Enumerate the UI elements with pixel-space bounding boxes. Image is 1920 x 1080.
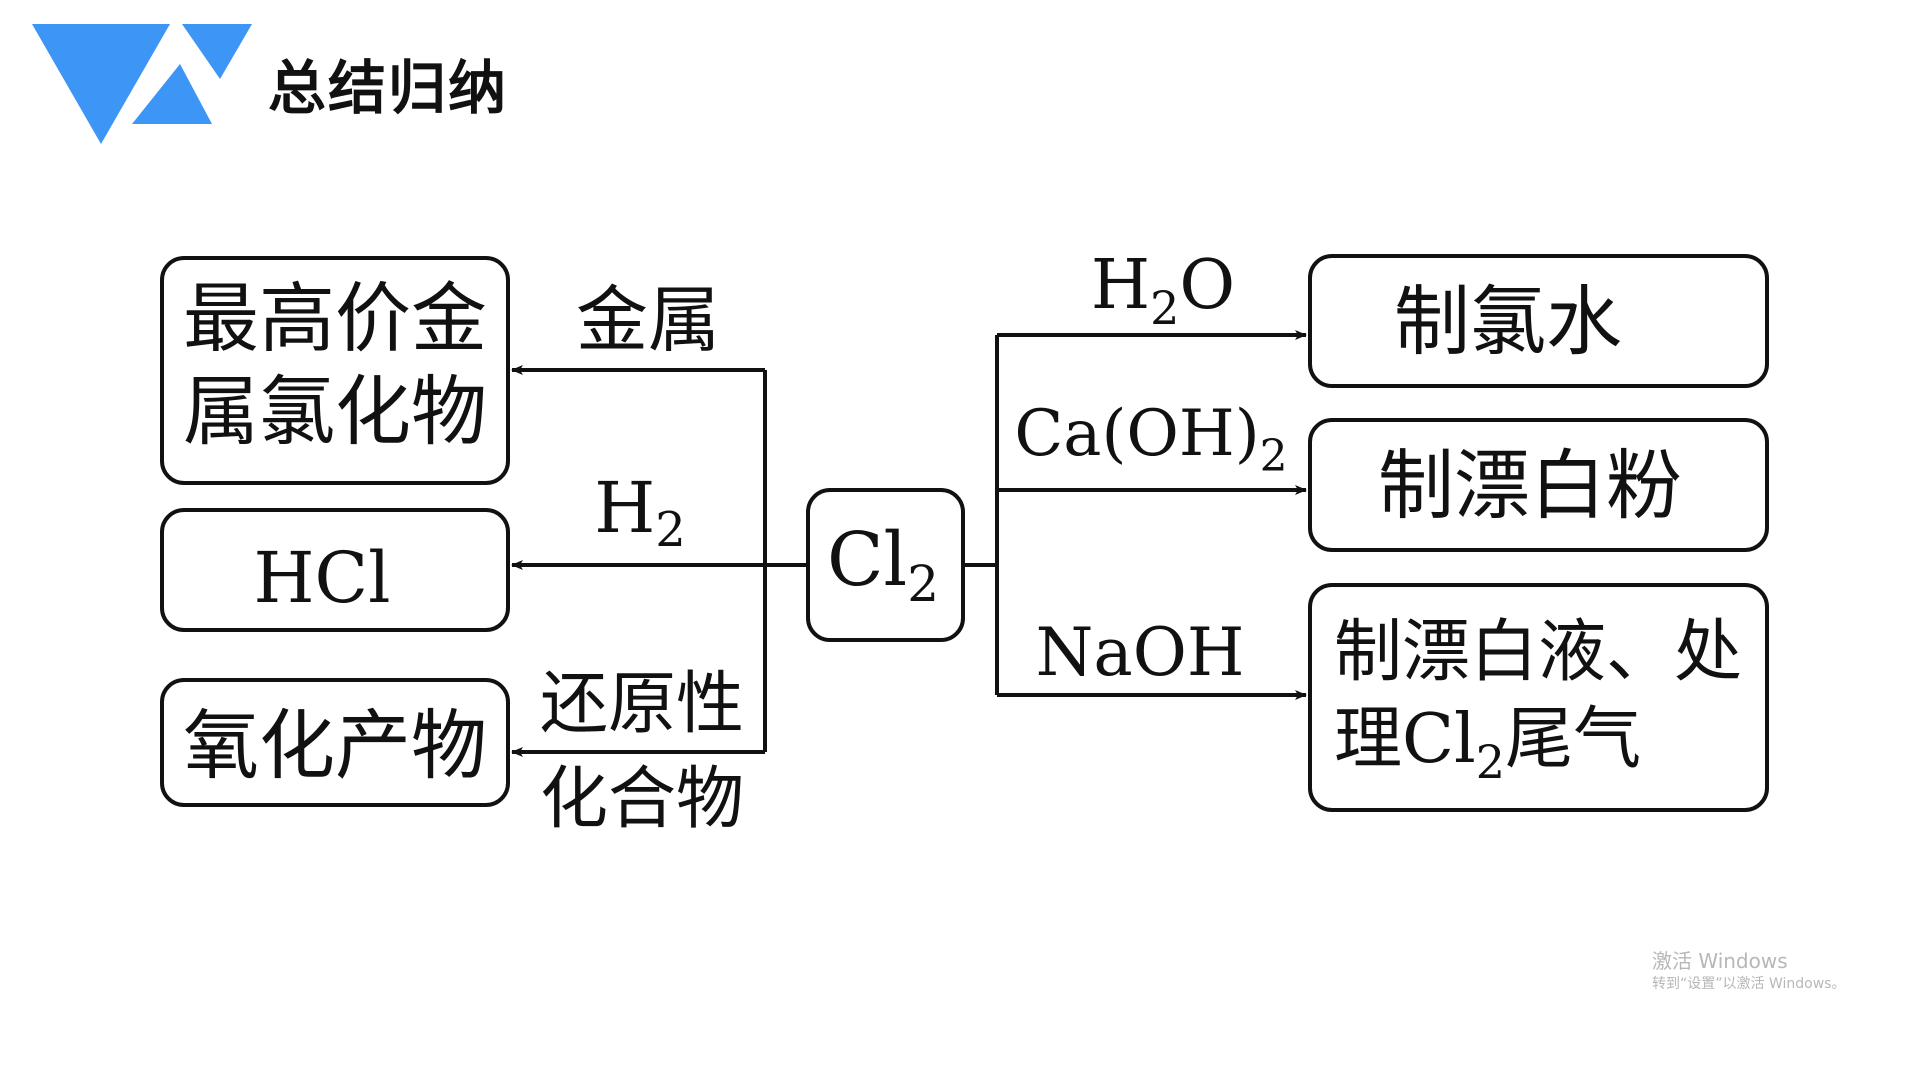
logo-left-triangle: [32, 24, 170, 144]
watermark-title: 激活 Windows: [1652, 949, 1788, 973]
reagent-h2o-tail: O: [1179, 246, 1235, 325]
reagent-caoh2-main: Ca(OH): [1014, 397, 1259, 471]
node-box-metal-chloride: [160, 256, 510, 485]
connector-left-trunk: [763, 370, 808, 752]
reagent-h2-sub: 2: [655, 502, 686, 558]
reagent-caoh2-sub: 2: [1260, 431, 1288, 482]
reagent-h2: H2: [594, 467, 686, 558]
reagent-caoh2: Ca(OH)2: [1014, 397, 1287, 482]
connector-right-trunk: [963, 335, 999, 695]
logo-icon: [32, 24, 252, 144]
node-bleach-solution-line2-pre: 理Cl: [1334, 700, 1476, 779]
logo-top-triangle: [182, 24, 252, 79]
node-box-bleaching-powder: [1308, 418, 1769, 552]
node-box-bleach-solution: [1308, 583, 1769, 812]
windows-activation-watermark: 激活 Windows 转到“设置”以激活 Windows。: [1652, 948, 1845, 994]
node-bleach-solution-line2: 理Cl2尾气: [1334, 700, 1641, 789]
reagent-h2-main: H: [594, 467, 655, 549]
node-bleach-solution-line1: 制漂白液、处: [1334, 613, 1742, 692]
node-bleach-solution-line2-sub: 2: [1476, 735, 1505, 789]
reagent-reducing-line2: 化合物: [540, 760, 744, 839]
logo-right-triangle: [132, 64, 212, 124]
node-metal-chloride-line1: 最高价金: [183, 274, 487, 363]
reagent-metal: 金属: [576, 278, 720, 362]
node-cl2: Cl2: [827, 517, 939, 613]
node-bleaching-powder: 制漂白粉: [1378, 441, 1682, 530]
node-box-chlorine-water: [1308, 254, 1769, 388]
reagent-naoh: NaOH: [1036, 614, 1245, 691]
node-hcl: HCl: [254, 537, 391, 619]
reagent-h2o-sub: 2: [1150, 281, 1179, 335]
node-chlorine-water: 制氯水: [1394, 277, 1622, 366]
node-cl2-main: Cl: [827, 517, 907, 603]
node-box-oxidation-product: [160, 678, 510, 807]
watermark-subtitle: 转到“设置”以激活 Windows。: [1652, 976, 1846, 992]
node-box-hcl: [160, 508, 510, 632]
node-oxidation-product: 氧化产物: [183, 701, 487, 790]
page-title: 总结归纳: [268, 54, 509, 122]
node-cl2-sub: 2: [907, 555, 939, 613]
node-bleach-solution-line2-post: 尾气: [1505, 700, 1641, 779]
reagent-h2o-main: H: [1091, 246, 1150, 325]
reagent-reducing-line1: 还原性: [540, 665, 744, 744]
reagent-h2o: H2O: [1091, 246, 1235, 335]
node-metal-chloride-line2: 属氯化物: [183, 367, 487, 456]
